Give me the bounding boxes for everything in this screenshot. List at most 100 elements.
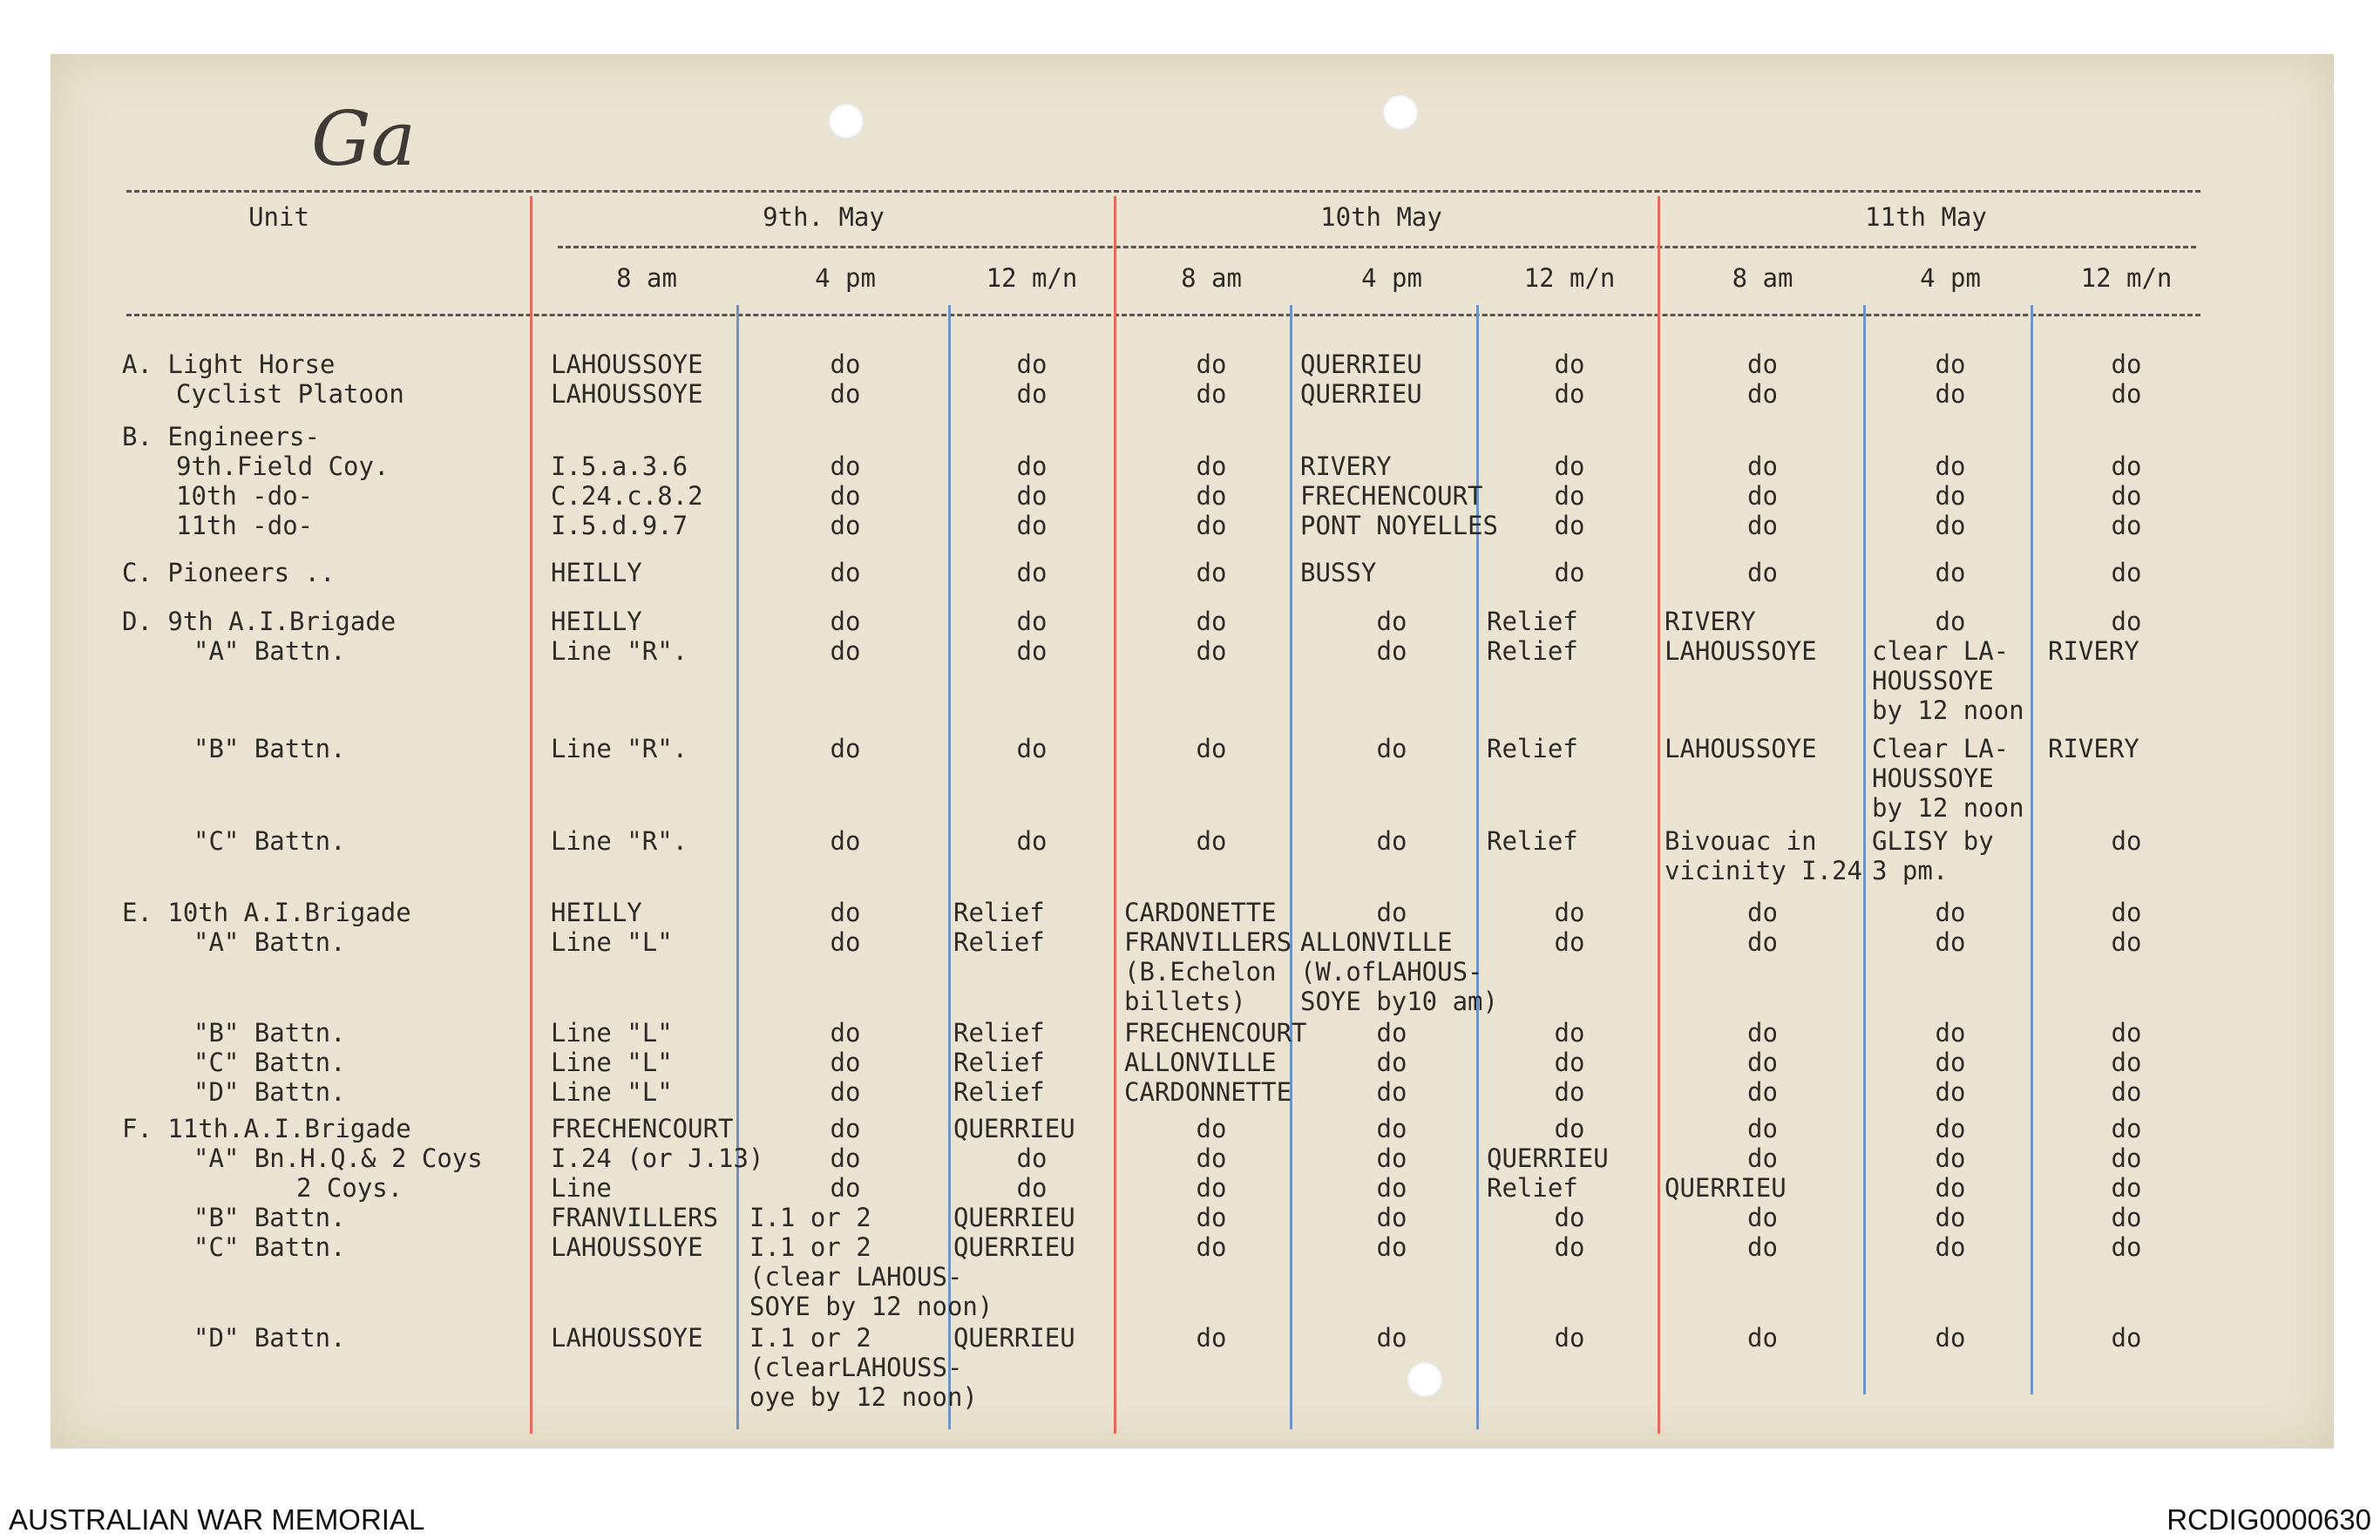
- row-unit-label: 9th.Field Coy.: [176, 451, 390, 481]
- ditto-cell: do: [1016, 349, 1048, 379]
- location-cell: FRANVILLERS: [1124, 927, 1292, 957]
- location-cell: PONT NOYELLES: [1300, 511, 1498, 540]
- ditto-cell: do: [1016, 826, 1048, 856]
- header-top-rule: [126, 190, 2200, 193]
- header-day: 10th May: [1320, 202, 1442, 232]
- ditto-cell: do: [1554, 927, 1585, 957]
- location-cell: CARDONETTE: [1124, 898, 1277, 927]
- ditto-cell: do: [1016, 607, 1048, 636]
- header-mid-rule: [558, 246, 2196, 248]
- location-cell: Relief: [953, 1018, 1045, 1048]
- divider-11th-4pm: [2031, 305, 2033, 1394]
- ditto-cell: do: [1747, 1048, 1778, 1077]
- ditto-cell: do: [830, 1114, 861, 1143]
- ditto-cell: do: [1935, 1203, 1966, 1232]
- location-cell: FRECHENCOURT: [551, 1114, 734, 1143]
- location-cell: I.5.a.3.6: [551, 451, 688, 481]
- location-cell: by 12 noon: [1872, 695, 2024, 725]
- ditto-cell: do: [1747, 451, 1778, 481]
- ditto-cell: do: [1935, 1114, 1966, 1143]
- ditto-cell: do: [2111, 349, 2142, 379]
- ditto-cell: do: [1935, 1143, 1966, 1173]
- row-unit-label: "A" Battn.: [193, 927, 346, 957]
- ditto-cell: do: [1935, 1018, 1966, 1048]
- ditto-cell: do: [1016, 558, 1048, 587]
- ditto-cell: do: [1747, 349, 1778, 379]
- row-unit-label: "C" Battn.: [193, 826, 346, 856]
- ditto-cell: do: [2111, 898, 2142, 927]
- ditto-cell: do: [830, 1173, 861, 1203]
- ditto-cell: do: [1016, 481, 1048, 511]
- ditto-cell: do: [830, 1143, 861, 1173]
- location-cell: LAHOUSSOYE: [551, 349, 703, 379]
- divider-10th-4pm: [1476, 305, 1479, 1429]
- ditto-cell: do: [1554, 1048, 1585, 1077]
- ditto-cell: do: [1554, 1323, 1585, 1353]
- ditto-cell: do: [1376, 1048, 1407, 1077]
- ditto-cell: do: [1747, 1077, 1778, 1107]
- location-cell: I.1 or 2: [749, 1323, 871, 1353]
- row-unit-label: 2 Coys.: [296, 1173, 403, 1203]
- row-unit-label: "D" Battn.: [193, 1323, 346, 1353]
- header-time: 12 m/n: [1523, 263, 1616, 293]
- ditto-cell: do: [1935, 349, 1966, 379]
- ditto-cell: do: [830, 1048, 861, 1077]
- location-cell: I.1 or 2: [749, 1232, 871, 1262]
- ditto-cell: do: [1747, 1323, 1778, 1353]
- ditto-cell: do: [1935, 1048, 1966, 1077]
- ditto-cell: do: [2111, 558, 2142, 587]
- ditto-cell: do: [1376, 826, 1407, 856]
- location-cell: FRECHENCOURT: [1300, 481, 1483, 511]
- location-cell: RIVERY: [1300, 451, 1392, 481]
- document-sheet: [51, 54, 2334, 1448]
- header-time: 4 pm: [815, 263, 876, 293]
- ditto-cell: do: [2111, 1323, 2142, 1353]
- ditto-cell: do: [1935, 379, 1966, 409]
- ditto-cell: do: [1016, 636, 1048, 666]
- ditto-cell: do: [1747, 1114, 1778, 1143]
- ditto-cell: do: [1376, 1173, 1407, 1203]
- ditto-cell: do: [1016, 379, 1048, 409]
- ditto-cell: do: [1935, 451, 1966, 481]
- ditto-cell: do: [1747, 898, 1778, 927]
- ditto-cell: do: [1016, 1143, 1048, 1173]
- location-cell: (W.ofLAHOUS-: [1300, 957, 1483, 987]
- ditto-cell: do: [1376, 1203, 1407, 1232]
- location-cell: I.1 or 2: [749, 1203, 871, 1232]
- header-day: 9th. May: [763, 202, 885, 232]
- ditto-cell: do: [1935, 927, 1966, 957]
- ditto-cell: do: [1196, 511, 1227, 540]
- location-cell: Relief: [1487, 636, 1578, 666]
- ditto-cell: do: [1196, 1114, 1227, 1143]
- ditto-cell: do: [1016, 511, 1048, 540]
- location-cell: FRANVILLERS: [551, 1203, 719, 1232]
- ditto-cell: do: [830, 826, 861, 856]
- ditto-cell: do: [2111, 1143, 2142, 1173]
- location-cell: LAHOUSSOYE: [551, 379, 703, 409]
- ditto-cell: do: [1376, 636, 1407, 666]
- location-cell: LAHOUSSOYE: [1665, 636, 1817, 666]
- location-cell: QUERRIEU: [953, 1323, 1075, 1353]
- ditto-cell: do: [830, 511, 861, 540]
- location-cell: Line "R".: [551, 734, 688, 763]
- ditto-cell: do: [1747, 558, 1778, 587]
- ditto-cell: do: [1747, 511, 1778, 540]
- ditto-cell: do: [830, 636, 861, 666]
- ditto-cell: do: [1196, 1143, 1227, 1173]
- location-cell: SOYE by10 am): [1300, 987, 1498, 1016]
- ditto-cell: do: [830, 349, 861, 379]
- ditto-cell: do: [1016, 451, 1048, 481]
- punch-hole-bottom: [1407, 1361, 1443, 1398]
- location-cell: billets): [1124, 987, 1246, 1016]
- ditto-cell: do: [1554, 379, 1585, 409]
- footer-source: AUSTRALIAN WAR MEMORIAL: [9, 1503, 425, 1536]
- location-cell: Line: [551, 1173, 612, 1203]
- ditto-cell: do: [1196, 1232, 1227, 1262]
- location-cell: Line "L": [551, 1048, 673, 1077]
- location-cell: Relief: [1487, 607, 1578, 636]
- divider-10th-8am: [1290, 305, 1292, 1429]
- location-cell: vicinity I.24: [1665, 856, 1862, 885]
- location-cell: Relief: [1487, 826, 1578, 856]
- ditto-cell: do: [1747, 927, 1778, 957]
- ditto-cell: do: [1935, 1173, 1966, 1203]
